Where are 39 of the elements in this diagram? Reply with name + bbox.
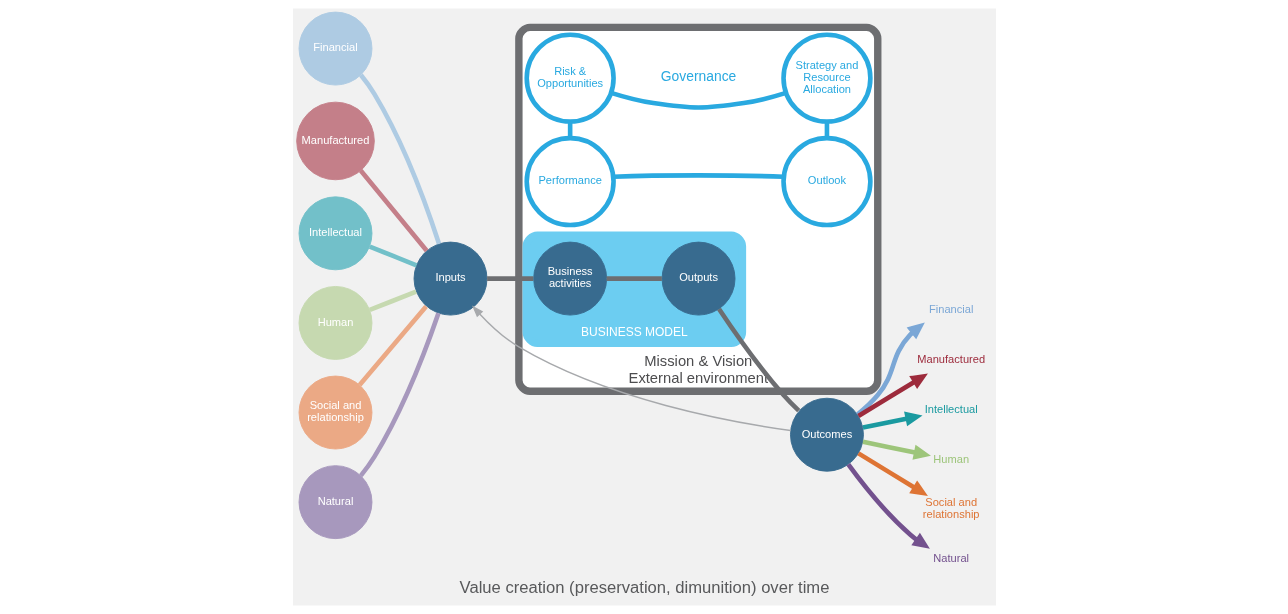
node-circle: Intellectual: [298, 196, 372, 271]
arrow: [862, 439, 931, 460]
connector: [368, 244, 417, 268]
arrow: [856, 451, 928, 496]
node-text: Social and relationship: [922, 496, 980, 521]
node-text: Human: [932, 452, 969, 465]
node-text: Manufactured: [916, 352, 985, 365]
node-circle: Social and relationship: [298, 375, 372, 450]
connector: [358, 169, 428, 253]
label: Governance: [660, 68, 736, 85]
connector: [716, 307, 800, 413]
connector: [368, 289, 417, 313]
node-circle: Manufactured: [295, 101, 375, 181]
connector: [486, 276, 533, 281]
connector: [609, 90, 787, 110]
node-circle: Risk & Opportunities: [523, 32, 616, 124]
node-text: Intellectual: [924, 402, 978, 415]
node-circle: Outcomes: [789, 397, 864, 472]
connector: [358, 312, 441, 478]
node-circle: Performance: [523, 135, 616, 228]
node-circle: Human: [298, 286, 372, 360]
caption: Value creation (preservation, dimunition) over time: [459, 578, 829, 598]
connector: [357, 304, 428, 387]
node-circle: Strategy and Resource Allocation: [780, 32, 873, 124]
node-text: Natural: [932, 552, 969, 565]
arrow: [471, 305, 791, 432]
arrow: [845, 463, 930, 549]
arrow: [856, 373, 928, 418]
arrow: [862, 411, 923, 430]
arrow: [855, 322, 925, 417]
node-circle: Outputs: [661, 241, 735, 316]
connector: [606, 276, 662, 281]
node-circle: Outlook: [780, 135, 873, 228]
node-circle: Natural: [298, 465, 372, 540]
connector: [612, 173, 784, 180]
node-text: Financial: [928, 302, 973, 315]
node-circle: Financial: [298, 11, 372, 86]
node-circle: Business activities: [532, 241, 607, 316]
connector: [358, 73, 441, 245]
